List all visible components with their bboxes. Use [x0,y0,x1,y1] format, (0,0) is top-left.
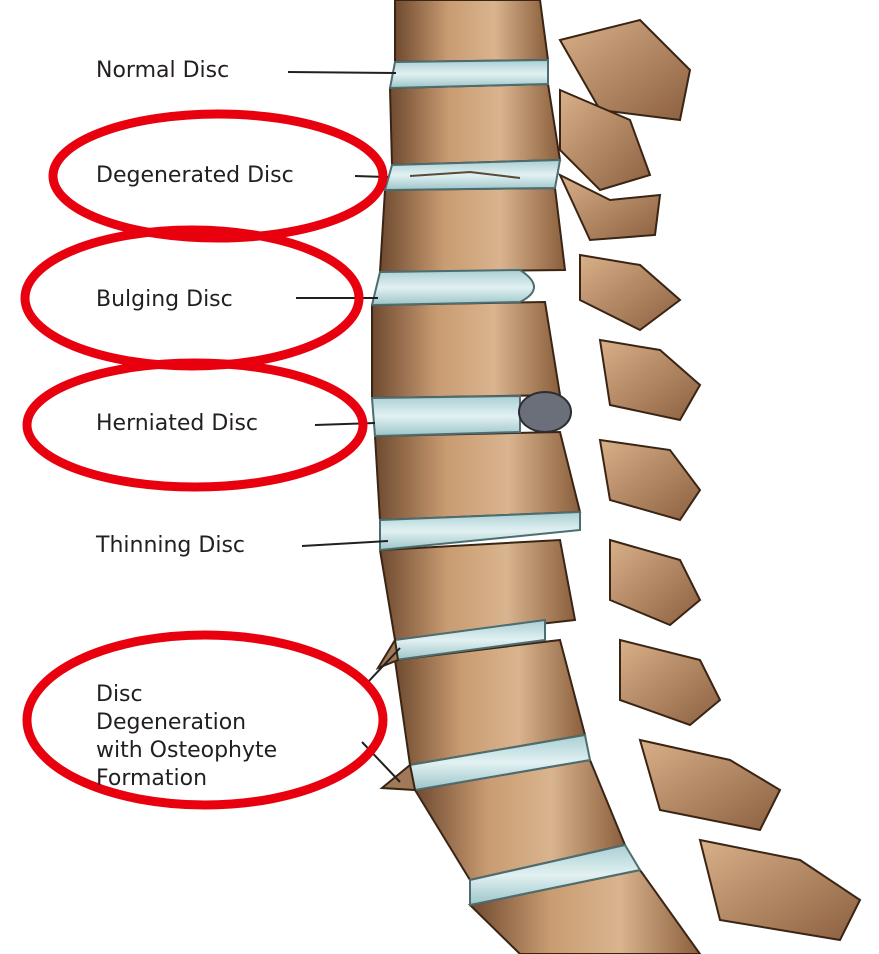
label-osteophyte-line-3: Formation [96,765,296,793]
label-bulging-disc: Bulging Disc [96,286,233,314]
label-thinning-disc: Thinning Disc [96,532,245,560]
label-osteophyte-line-2: with Osteophyte [96,737,296,765]
label-osteophyte-line-1: Disc Degeneration [96,681,296,737]
bulging-disc [372,270,534,305]
label-herniated-disc: Herniated Disc [96,410,258,438]
herniated-disc [372,396,520,436]
label-osteophyte: Disc Degeneration with Osteophyte Format… [96,681,296,793]
label-degenerated-disc: Degenerated Disc [96,162,294,190]
normal-disc [390,60,548,88]
hernia-icon [519,392,571,432]
label-normal-disc: Normal Disc [96,57,229,85]
